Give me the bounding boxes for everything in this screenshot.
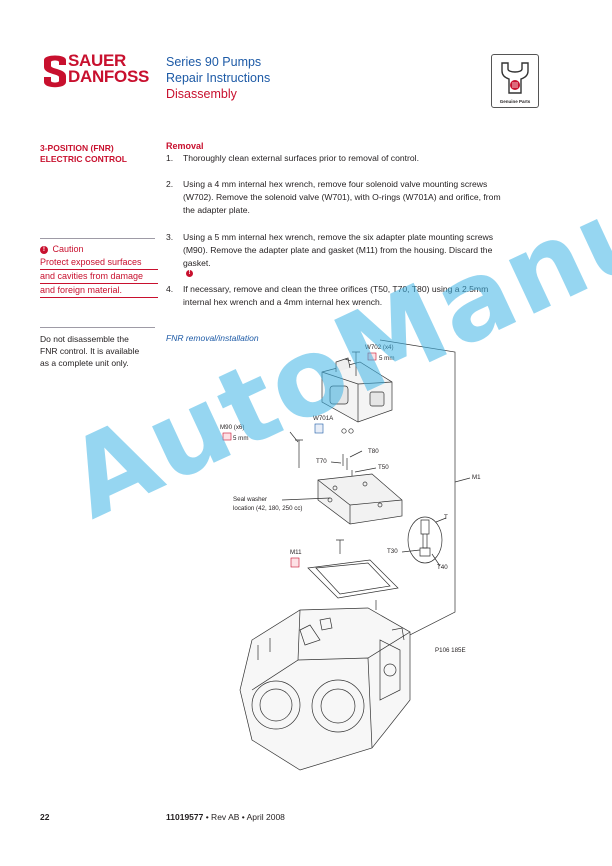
label-t40: T40 xyxy=(437,564,448,571)
label-t80: T80 xyxy=(368,448,379,455)
step-line: Using a 5 mm internal hex wrench, remove… xyxy=(183,232,493,242)
gasket-kit-icon xyxy=(290,557,300,568)
label-t: T xyxy=(444,514,448,521)
step-text: If necessary, remove and clean the three… xyxy=(183,283,528,309)
caution-line: Protect exposed surfaces xyxy=(40,256,158,270)
caution-title: Caution xyxy=(52,244,84,254)
genuine-parts-badge: Genuine Parts xyxy=(491,54,539,108)
removal-heading: Removal xyxy=(166,141,204,151)
note-line: FNR control. It is available xyxy=(40,346,140,356)
label-t50: T50 xyxy=(378,464,389,471)
caution-line: and foreign material. xyxy=(40,284,158,298)
label-m90: M90 (x6) xyxy=(220,424,245,431)
label-w702: W702 (x4) xyxy=(365,344,394,351)
doc-revision: • Rev AB • April 2008 xyxy=(203,812,285,822)
brand-line-1: SAUER xyxy=(68,51,127,70)
hex-wrench-icon xyxy=(367,352,377,361)
label-w702-tool: 5 mm xyxy=(379,355,395,362)
brand-wordmark: SAUER DANFOSS xyxy=(68,51,150,86)
section-title-line-1: 3-POSITION (FNR) xyxy=(40,143,114,153)
caution-top-rule xyxy=(40,238,155,239)
page-header: Series 90 Pumps Repair Instructions Disa… xyxy=(166,54,270,102)
step-line: (M90). Remove the adapter plate and gask… xyxy=(183,245,493,255)
note-top-rule xyxy=(40,327,155,328)
caution-text: Protect exposed surfaces and cavities fr… xyxy=(40,256,158,298)
caution-heading: ! Caution xyxy=(40,244,84,254)
genuine-parts-icon xyxy=(501,62,529,94)
step-line: If necessary, remove and clean the three… xyxy=(183,284,489,294)
step-line: internal hex wrench and a 4mm internal h… xyxy=(183,297,383,307)
brand-line-2: DANFOSS xyxy=(68,67,150,86)
hex-wrench-icon xyxy=(222,432,232,441)
note-line: as a complete unit only. xyxy=(40,358,129,368)
figure-id: P106 185E xyxy=(435,647,466,654)
header-series: Series 90 Pumps xyxy=(166,55,262,69)
step-number: 2. xyxy=(166,179,174,189)
caution-line: and cavities from damage xyxy=(40,270,158,284)
label-t70: T70 xyxy=(316,458,327,465)
step-line: the adapter plate. xyxy=(183,205,250,215)
step-line: Using a 4 mm internal hex wrench, remove… xyxy=(183,179,488,189)
caution-ref-icon: ! xyxy=(186,270,193,277)
step-number: 3. xyxy=(166,232,174,242)
step-line-text: gasket. xyxy=(183,258,211,268)
caution-icon: ! xyxy=(40,245,48,254)
footer-doc-info: 11019577 • Rev AB • April 2008 xyxy=(166,812,285,822)
label-seal-location: location (42, 180, 250 cc) xyxy=(233,505,303,512)
note-line: Do not disassemble the xyxy=(40,334,129,344)
note-text: Do not disassemble the FNR control. It i… xyxy=(40,333,160,369)
header-doc-type: Repair Instructions xyxy=(166,71,271,85)
step-text: Using a 4 mm internal hex wrench, remove… xyxy=(183,178,528,217)
figure-caption: FNR removal/installation xyxy=(166,333,259,343)
step-line: (W702). Remove the solenoid valve (W701)… xyxy=(183,192,501,202)
header-section: Disassembly xyxy=(166,87,237,101)
step-line: Thoroughly clean external surfaces prior… xyxy=(183,153,419,163)
oring-kit-icon xyxy=(314,423,324,434)
label-t30: T30 xyxy=(387,548,398,555)
page-number: 22 xyxy=(40,812,50,822)
label-seal-washer: Seal washer xyxy=(233,496,268,503)
label-m1: M1 xyxy=(472,474,481,481)
label-m90-tool: 5 mm xyxy=(233,435,249,442)
step-line: gasket.! xyxy=(183,257,528,277)
step-number: 4. xyxy=(166,284,174,294)
step-text: Thoroughly clean external surfaces prior… xyxy=(183,152,528,165)
section-title-line-2: ELECTRIC CONTROL xyxy=(40,154,127,164)
genuine-parts-label: Genuine Parts xyxy=(499,99,531,104)
label-m11: M11 xyxy=(290,549,302,556)
sauer-danfoss-logo-icon xyxy=(44,55,66,88)
section-title: 3-POSITION (FNR) ELECTRIC CONTROL xyxy=(40,143,160,165)
doc-number: 11019577 xyxy=(166,812,204,822)
step-number: 1. xyxy=(166,153,174,163)
step-text: Using a 5 mm internal hex wrench, remove… xyxy=(183,231,528,277)
label-w701a: W701A xyxy=(313,415,334,422)
